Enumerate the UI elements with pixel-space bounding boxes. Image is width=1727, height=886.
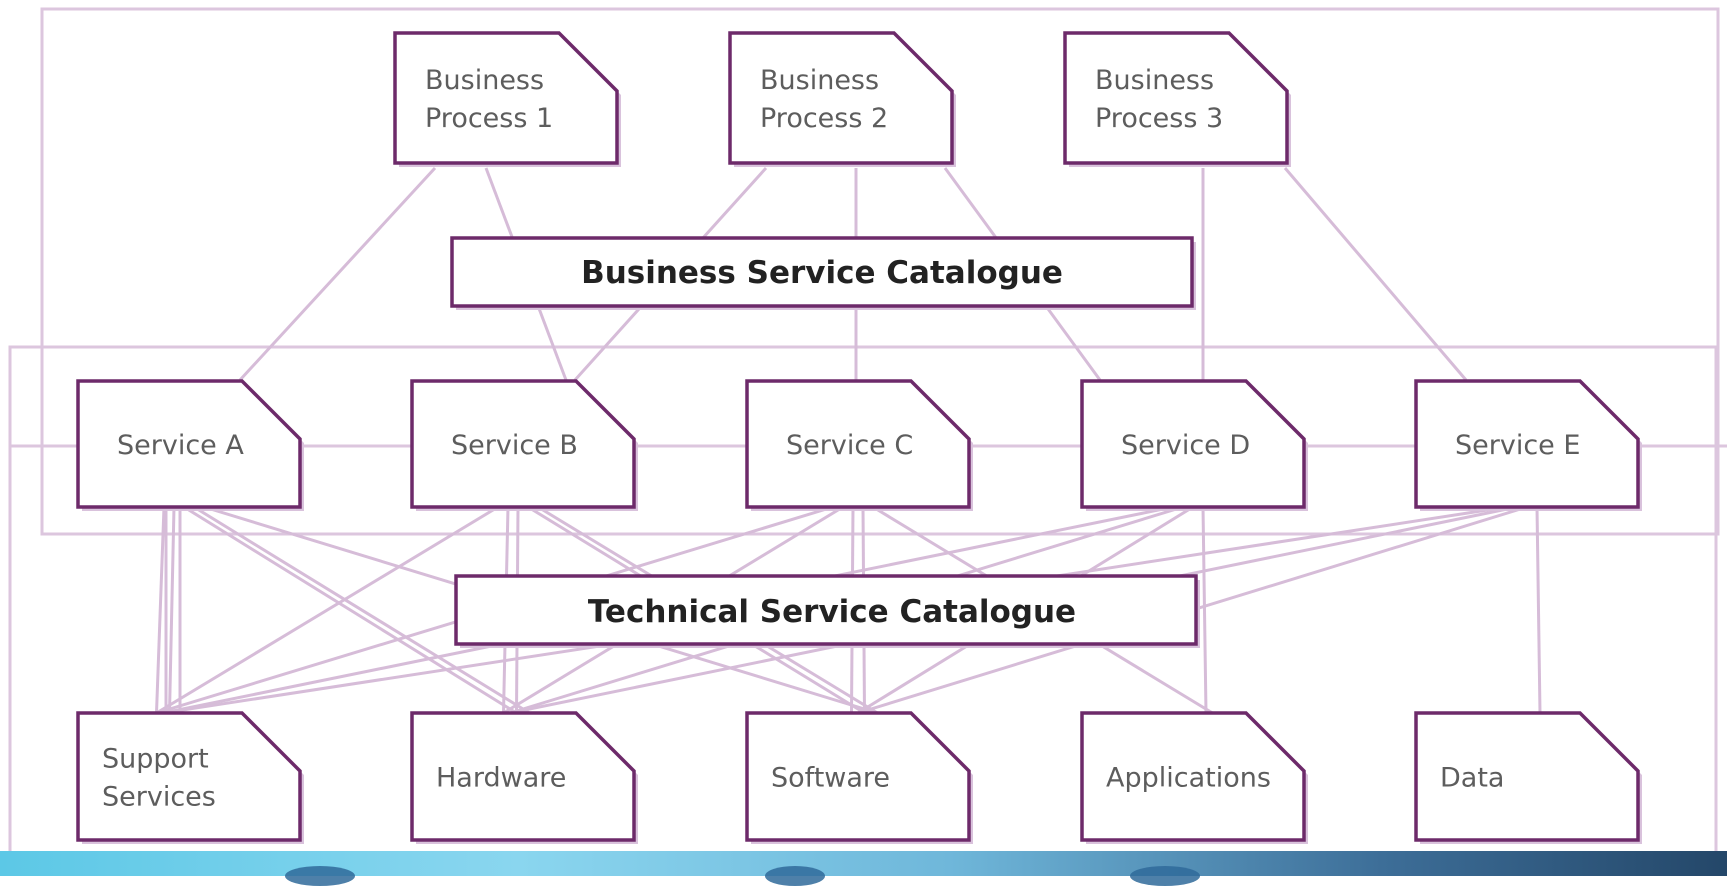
component-label: Support xyxy=(102,744,209,775)
business-process-box xyxy=(728,31,954,165)
component-label: Hardware xyxy=(436,763,566,794)
service-component-link xyxy=(168,506,176,714)
business-process-box xyxy=(393,31,619,165)
photo-strip-shape xyxy=(765,866,825,886)
component-label: Applications xyxy=(1106,763,1271,794)
technical-catalogue-box xyxy=(454,574,1198,646)
component-label: Data xyxy=(1440,763,1504,794)
service-box xyxy=(410,379,636,509)
business-process-label: Business xyxy=(760,65,879,96)
business-layer-frame xyxy=(40,7,1720,536)
service-box xyxy=(1080,379,1306,509)
business-process-label: Business xyxy=(425,65,544,96)
technical-catalogue-label: Technical Service Catalogue xyxy=(588,594,1076,630)
component-box xyxy=(76,711,302,842)
photo-strip xyxy=(0,851,1727,876)
photo-strip-shape xyxy=(1130,866,1200,886)
component-label: Software xyxy=(771,763,890,794)
service-component-link xyxy=(1201,506,1208,714)
service-component-link xyxy=(183,505,518,715)
service-label: Service A xyxy=(117,430,244,461)
component-box xyxy=(745,711,971,842)
service-component-link xyxy=(155,505,499,715)
service-component-link xyxy=(193,505,531,715)
business-process-label: Process 2 xyxy=(760,103,888,134)
service-label: Service C xyxy=(786,430,913,461)
service-component-link xyxy=(1535,506,1542,714)
component-box xyxy=(410,711,636,842)
business-catalogue-label: Business Service Catalogue xyxy=(581,255,1063,291)
service-box xyxy=(745,379,971,509)
business-process-label: Business xyxy=(1095,65,1214,96)
business-catalogue-box xyxy=(450,236,1194,308)
process-service-link xyxy=(238,166,437,382)
service-box xyxy=(76,379,302,509)
business-process-label: Process 3 xyxy=(1095,103,1223,134)
service-label: Service E xyxy=(1455,430,1580,461)
service-label: Service D xyxy=(1121,430,1250,461)
service-label: Service B xyxy=(451,430,578,461)
component-box xyxy=(1080,711,1306,842)
business-process-label: Process 1 xyxy=(425,103,553,134)
component-label: Services xyxy=(102,782,216,813)
service-box xyxy=(1414,379,1640,509)
business-process-box xyxy=(1063,31,1289,165)
process-service-link xyxy=(1283,167,1468,381)
photo-strip-shape xyxy=(285,866,355,886)
component-box xyxy=(1414,711,1640,842)
service-component-link xyxy=(155,506,166,714)
